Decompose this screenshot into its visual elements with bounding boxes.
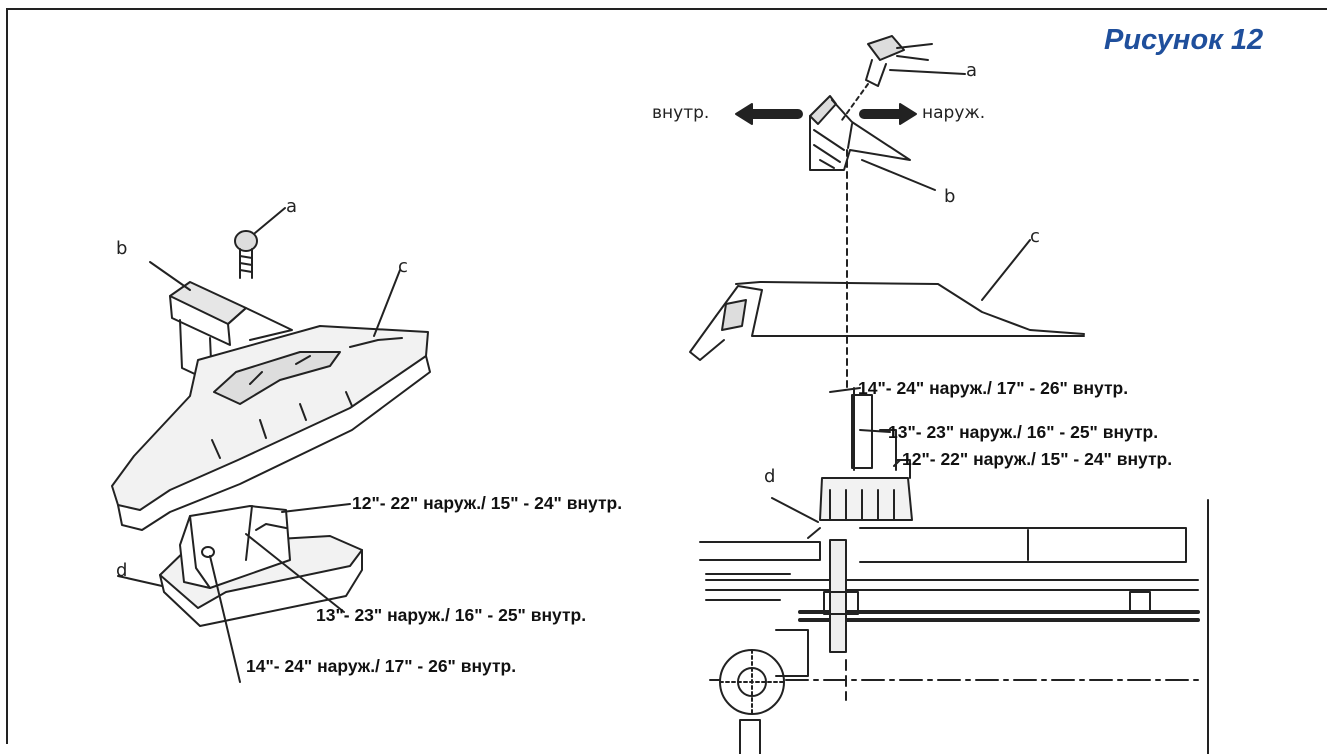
left-base-d: [117, 505, 363, 627]
right-clamp-b: [809, 95, 936, 191]
left-guide-c: [111, 269, 431, 531]
left-screw-a: [234, 207, 286, 279]
direction-inner-label: внутр.: [652, 103, 710, 123]
right-letter-a: a: [966, 60, 978, 81]
left-letter-d: d: [116, 560, 128, 581]
left-letter-a: a: [286, 196, 298, 217]
right-letter-c: c: [1030, 226, 1040, 247]
left-label-size-12: 12"- 22" наруж./ 15" - 24" внутр.: [352, 493, 623, 513]
left-label-size-13: 13"- 23" наруж./ 16" - 25" внутр.: [316, 605, 587, 625]
left-label-size-14: 14"- 24" наруж./ 17" - 26" внутр.: [246, 656, 517, 676]
left-letter-c: c: [398, 256, 408, 277]
right-size-block: [819, 387, 913, 521]
right-screw-a: [841, 35, 966, 121]
right-letter-d: d: [764, 466, 776, 487]
right-label-size-12: 12"- 22" наруж./ 15" - 24" внутр.: [902, 449, 1173, 469]
right-machine-body: [699, 497, 1209, 754]
right-guide-c: [689, 239, 1085, 361]
left-letter-b: b: [116, 238, 128, 259]
right-letter-b: b: [944, 186, 956, 207]
right-label-size-13: 13"- 23" наруж./ 16" - 25" внутр.: [888, 422, 1159, 442]
right-label-size-14: 14"- 24" наруж./ 17" - 26" внутр.: [858, 378, 1129, 398]
direction-outer-label: наруж.: [922, 103, 986, 123]
figure-title: Рисунок 12: [1104, 24, 1264, 56]
